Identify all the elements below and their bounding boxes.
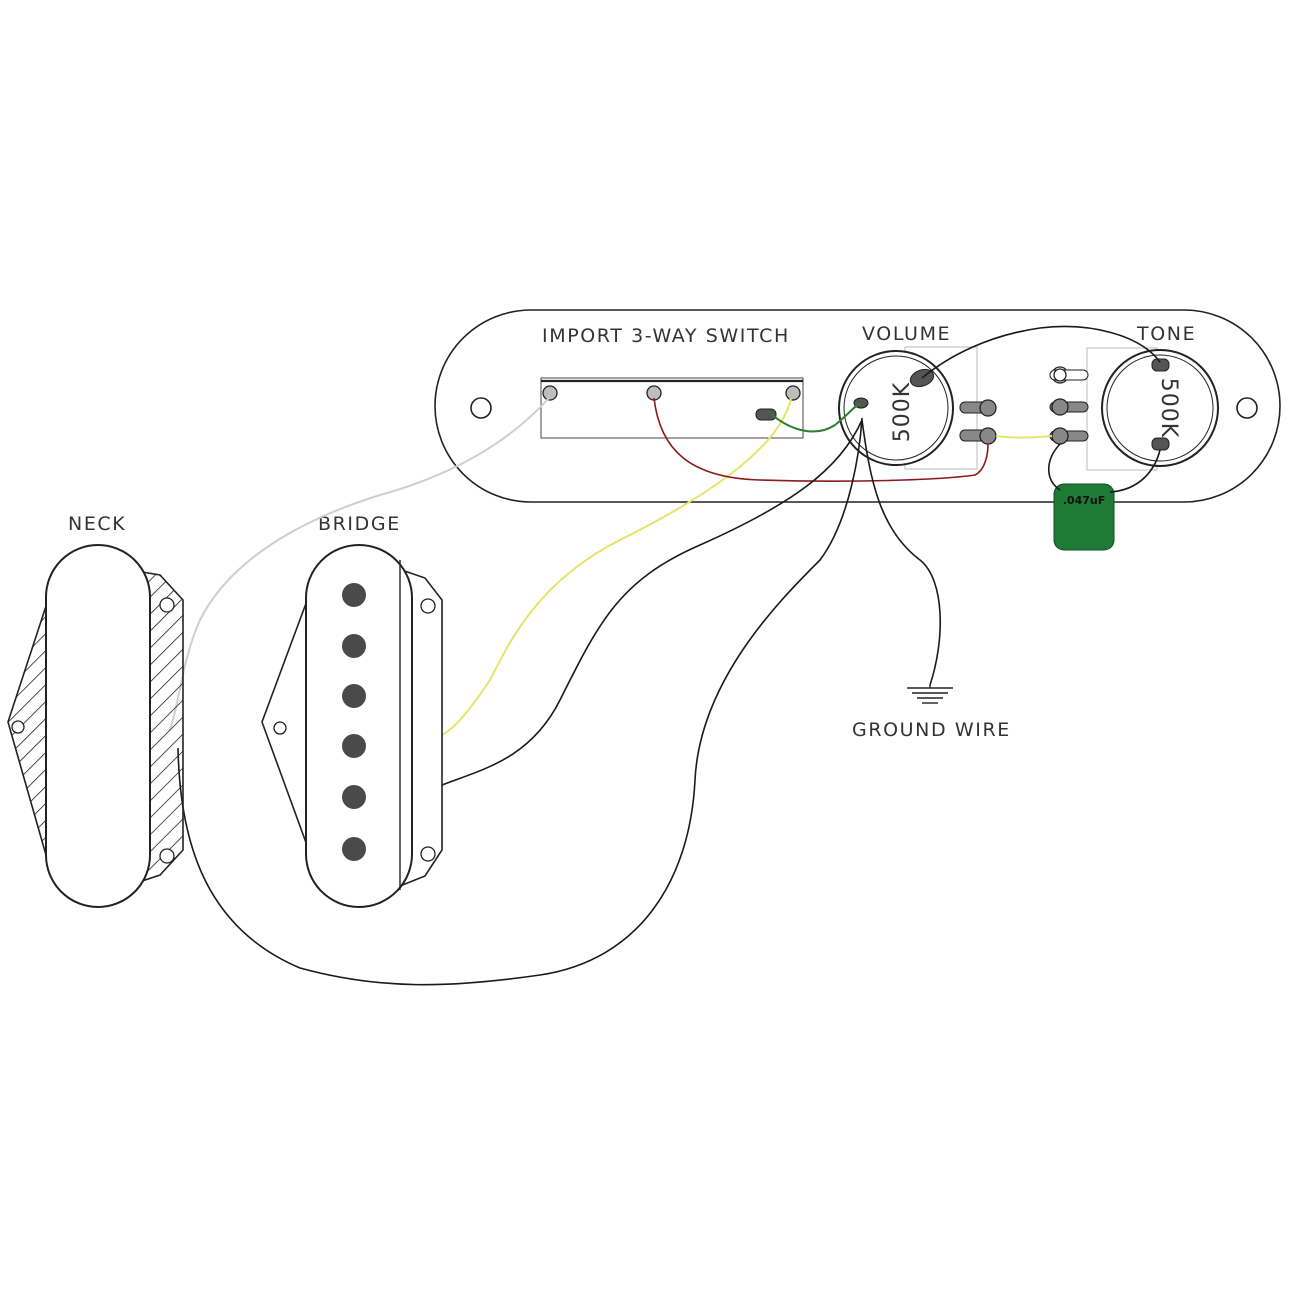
neck-ground-wire [177, 417, 863, 986]
switch-common-to-volume-wire [653, 397, 989, 482]
neck-label: NECK [68, 513, 126, 535]
plate-screw-hole-left [470, 397, 492, 419]
volume-to-tone-link [995, 435, 1053, 439]
bridge-hot-wire [441, 397, 792, 736]
switch-to-volume-wire [770, 402, 862, 433]
ground-wire-label: GROUND WIRE [852, 719, 1011, 741]
ground-wire [861, 419, 942, 686]
three-way-switch [540, 377, 804, 439]
pole-piece [342, 734, 366, 758]
tone-lugs [1049, 366, 1089, 445]
capacitor: .047uF [1053, 483, 1115, 551]
pole-piece [342, 684, 366, 708]
switch-label: IMPORT 3-WAY SWITCH [542, 325, 790, 347]
capacitor-lead-left [1047, 443, 1061, 491]
switch-lug-common [646, 385, 662, 401]
switch-lug-bridge [785, 385, 801, 401]
pole-piece [342, 634, 366, 658]
capacitor-value: .047uF [1063, 494, 1106, 507]
switch-output-lug [755, 408, 777, 421]
tone-top-solder [1151, 358, 1170, 372]
pole-piece [342, 785, 366, 809]
volume-to-tone-wire [921, 325, 1161, 379]
wires [169, 325, 1161, 986]
tone-bottom-solder [1151, 437, 1170, 451]
volume-pot-value: 500K [890, 382, 915, 442]
bridge-ground-wire [441, 419, 863, 786]
neck-pickup [7, 544, 184, 908]
pole-pieces [342, 583, 366, 861]
neck-hot-wire [169, 397, 550, 731]
pole-piece [342, 583, 366, 607]
tone-pot: 500K [1049, 347, 1219, 471]
switch-lug-neck [542, 385, 558, 401]
volume-label: VOLUME [862, 323, 951, 345]
tone-label: TONE [1136, 323, 1196, 345]
ground-symbol-icon [907, 685, 953, 704]
tone-pot-value: 500K [1156, 378, 1181, 438]
plate-screw-hole-right [1236, 397, 1258, 419]
volume-pot: 500K [838, 346, 997, 470]
bridge-label: BRIDGE [318, 513, 401, 535]
pole-piece [342, 837, 366, 861]
capacitor-lead-right [1109, 449, 1161, 493]
bridge-pickup [261, 544, 443, 908]
